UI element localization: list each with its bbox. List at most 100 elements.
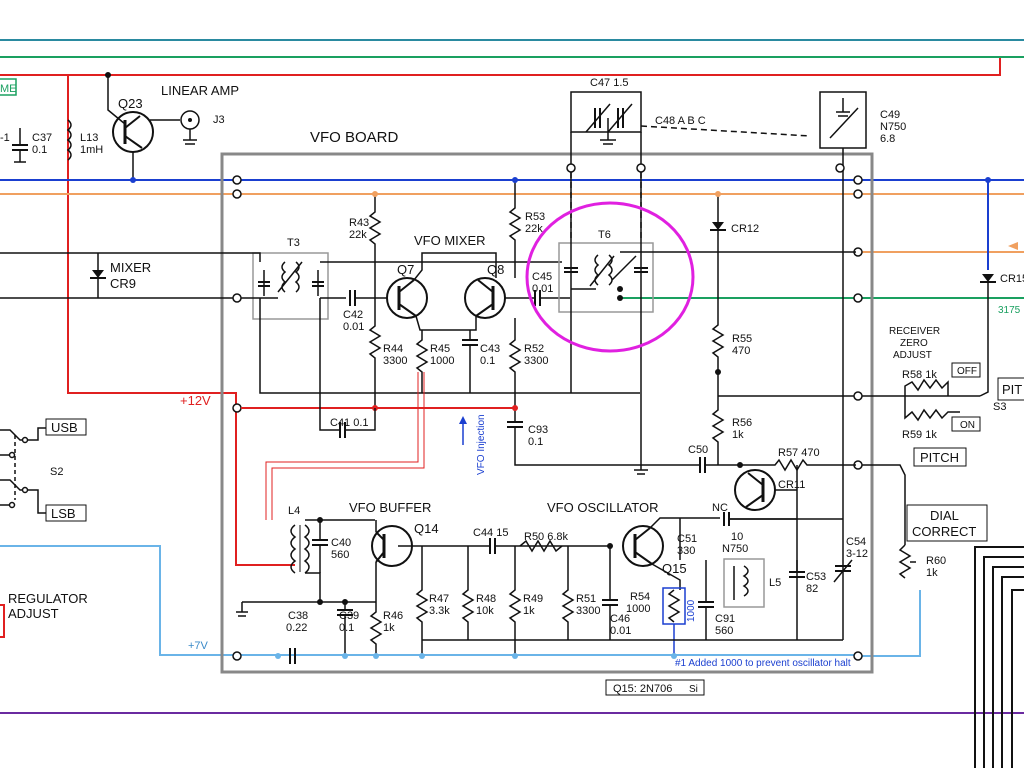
c54-label: C54: [846, 536, 866, 548]
c46-label: C46: [610, 613, 630, 625]
pitch-label: PITCH: [920, 450, 959, 465]
t6-label: T6: [598, 229, 611, 241]
r48-label: R48: [476, 593, 496, 605]
regulator-line1: REGULATOR: [8, 591, 88, 606]
r52-value: 3300: [524, 355, 548, 367]
cr11-label: CR11: [778, 479, 805, 491]
c40-label: C40: [331, 537, 351, 549]
board-connectors: [232, 163, 863, 661]
q7-label: Q7: [397, 262, 414, 277]
linear-amp-label: LINEAR AMP: [161, 83, 239, 98]
r59-resistor: [904, 396, 960, 422]
r48-value: 10k: [476, 605, 494, 617]
s3-label: S3: [993, 401, 1006, 413]
pit-label: PIT: [1002, 382, 1022, 397]
q15-transistor: [622, 525, 664, 567]
c40-value: 560: [331, 549, 349, 561]
wire-red-12v: [67, 75, 258, 409]
q23-label: Q23: [118, 96, 143, 111]
r47-label: R47: [429, 593, 449, 605]
r43-label: R43: [349, 217, 369, 229]
c42-label: C42: [343, 309, 363, 321]
vfo-board-outline: [220, 152, 874, 674]
c41-label: C41 0.1: [330, 417, 369, 429]
cable-bundle: [974, 546, 1024, 768]
r49-label: R49: [523, 593, 543, 605]
c93-value: 0.1: [528, 436, 543, 448]
r44-resistor: [368, 298, 382, 408]
r57-resistor: [760, 458, 856, 472]
usb-tag-box: [45, 418, 87, 436]
r57-label: R57 470: [778, 447, 820, 459]
c37-label: C37: [32, 132, 52, 144]
receiver-zero-line3: ADJUST: [893, 350, 932, 361]
r44-label: R44: [383, 343, 403, 355]
r47-resistor: [415, 546, 429, 656]
r49-value: 1k: [523, 605, 535, 617]
r52-label: R52: [524, 343, 544, 355]
c51-label: C51: [677, 533, 697, 545]
r55-value: 470: [732, 345, 750, 357]
mixer-label: MIXER: [110, 260, 151, 275]
q15-type-box: [605, 679, 705, 696]
plus7v-label: +7V: [188, 640, 209, 652]
r52-resistor: [508, 318, 522, 408]
l4-label: L4: [288, 505, 300, 517]
r60-resistor: [898, 544, 912, 579]
r50-label: R50 6.8k: [524, 531, 569, 543]
q7-transistor: [386, 277, 428, 319]
c38-label: C38: [288, 610, 308, 622]
s2-switch: [0, 427, 46, 514]
c46-value: 0.01: [610, 625, 631, 637]
r56-resistor: [711, 396, 725, 465]
off-label: OFF: [957, 366, 977, 377]
c42-value: 0.01: [343, 321, 364, 333]
c91-value: 560: [715, 625, 733, 637]
s2-label: S2: [50, 466, 63, 478]
r56-value: 1k: [732, 429, 744, 441]
q14-label: Q14: [414, 521, 439, 536]
plus12v-label: +12V: [180, 393, 211, 408]
r46-label: R46: [383, 610, 403, 622]
r59-label: R59 1k: [902, 429, 937, 441]
dial-correct-box: [906, 504, 988, 542]
r50-resistor: [519, 539, 563, 553]
l13-inductor: [66, 119, 72, 161]
receiver-zero-line2: ZERO: [900, 338, 928, 349]
r55-resistor: [711, 230, 725, 396]
pit-tag-box: [997, 377, 1024, 401]
lsb-label: LSB: [51, 506, 76, 521]
q8-label: Q8: [487, 262, 504, 277]
regulator-bracket: [0, 604, 5, 638]
r51-resistor: [561, 546, 575, 640]
dial-correct-line1: DIAL: [930, 508, 959, 523]
r60-label: R60: [926, 555, 946, 567]
l4-inductor: [290, 524, 297, 574]
receiver-zero-line1: RECEIVER: [889, 326, 940, 337]
c45-value: 0.01: [532, 283, 553, 295]
footnote-added-1000: #1 Added 1000 to prevent oscillator halt: [675, 658, 851, 669]
r51-label: R51: [576, 593, 596, 605]
c49-type: N750: [880, 121, 906, 133]
wire-red-l4: [235, 408, 295, 566]
t3-shield: [252, 252, 329, 320]
cr15-label: CR15: [1000, 273, 1024, 285]
r58-label: R58 1k: [902, 369, 937, 381]
t6-highlight-circle: [525, 201, 695, 353]
q15-type-label: Q15: 2N706: [613, 683, 672, 695]
r55-label: R55: [732, 333, 752, 345]
me-tag: ME: [0, 83, 17, 95]
n750-label: N750: [722, 543, 748, 555]
c48-frame: [570, 91, 642, 133]
r53-resistor: [508, 180, 522, 278]
c53-value: 82: [806, 583, 818, 595]
c48-label: C48 A B C: [655, 115, 706, 127]
l13-value: 1mH: [80, 144, 103, 156]
r54-added-box: [662, 587, 686, 625]
c39-value: 0.1: [339, 622, 354, 634]
r53-label: R53: [525, 211, 545, 223]
c50-label: C50: [688, 444, 708, 456]
r54-value: 1000: [626, 603, 650, 615]
r43-resistor: [368, 194, 382, 298]
q15-label: Q15: [662, 561, 687, 576]
